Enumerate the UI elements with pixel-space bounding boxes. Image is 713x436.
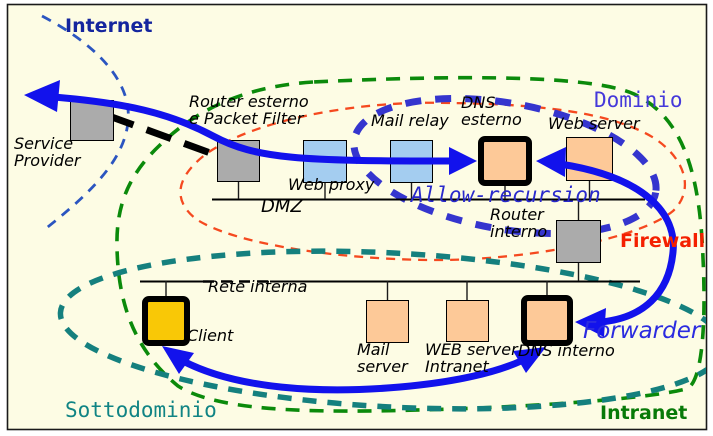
- service-provider-node: [70, 100, 114, 141]
- arrowhead-to-dns-esterno-right: [536, 147, 566, 177]
- router-interno-label: Router interno: [490, 205, 548, 241]
- mail-server-label: Mail server: [357, 340, 408, 376]
- web-server-node: [566, 137, 613, 181]
- mail-server-node: [366, 300, 409, 343]
- web-server-intranet-label: WEB server Intranet: [425, 340, 518, 376]
- dns-esterno-label: DNS esterno: [461, 93, 522, 129]
- dns-interno-label: DNS interno: [518, 341, 615, 360]
- dns-interno-node: [521, 295, 573, 346]
- web-server-label: Web server: [548, 114, 640, 133]
- router-esterno-node: [217, 140, 260, 182]
- allow-recursion-label: Allow-recursion: [411, 183, 601, 207]
- internet-zone-label: Internet: [65, 15, 153, 37]
- router-interno-node: [556, 220, 601, 263]
- router-esterno-label: Router esterno e Packet Filter: [189, 92, 309, 128]
- sottodominio-zone-label: Sottodominio: [65, 398, 217, 422]
- arrowhead-to-internet: [24, 80, 60, 112]
- dominio-zone-label: Dominio: [594, 88, 683, 112]
- arrowhead-to-client: [162, 346, 194, 374]
- service-provider-label: Service Provider: [14, 134, 81, 170]
- mail-relay-node: [390, 140, 433, 183]
- web-server-intranet-node: [446, 300, 489, 342]
- intranet-zone-label: Intranet: [600, 402, 688, 424]
- firewall-zone-label: Firewall: [620, 230, 706, 252]
- dmz-label: DMZ: [261, 196, 303, 217]
- dns-esterno-node: [478, 136, 532, 186]
- arrowhead-to-dns-esterno-left: [449, 147, 477, 175]
- client-label: Client: [187, 326, 234, 345]
- forwarder-label: Forwarder: [583, 318, 701, 344]
- client-node: [142, 296, 190, 346]
- mail-relay-label: Mail relay: [371, 111, 449, 130]
- rete-interna-label: Rete interna: [208, 277, 308, 296]
- web-proxy-label: Web proxy: [288, 175, 375, 194]
